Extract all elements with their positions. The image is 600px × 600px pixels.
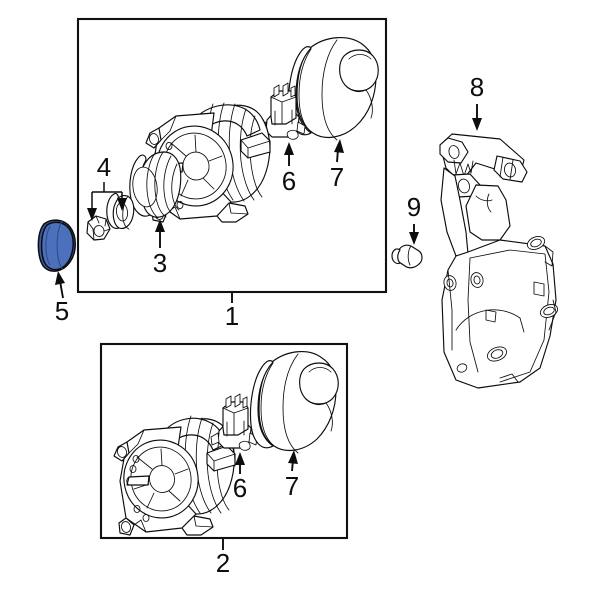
callout-8-label: 8: [470, 72, 484, 102]
callout-4-bracket: [87, 182, 127, 221]
group-box-2[interactable]: [99, 342, 349, 540]
callout-8-arrow: [472, 104, 482, 131]
callout-6b-arrow: [235, 452, 245, 474]
callout-5-arrow: [55, 271, 65, 299]
callout-6-arrow: [284, 142, 294, 166]
part-bushing-sleeve[interactable]: [391, 244, 423, 269]
part-rear-cover-upper[interactable]: [287, 37, 379, 141]
callout-7-label: 7: [330, 162, 344, 192]
part-voltage-regulator-lower[interactable]: [210, 393, 258, 451]
callout-3-arrow: [155, 219, 165, 248]
callout-3-label: 3: [153, 248, 167, 278]
callout-6-label: 6: [282, 166, 296, 196]
part-spacer-collar[interactable]: [106, 192, 135, 230]
callout-7b-arrow: [288, 450, 298, 472]
callout-7-arrow: [334, 139, 344, 163]
part-rear-cover-lower[interactable]: [249, 351, 339, 454]
part-alternator-lower[interactable]: [113, 415, 236, 536]
callout-9-arrow: [409, 224, 419, 245]
group-2-label: 2: [216, 548, 230, 578]
callout-4-label: 4: [97, 152, 111, 182]
callout-6b-label: 6: [233, 473, 247, 503]
callout-5-label: 5: [55, 296, 69, 326]
group-1-label: 1: [225, 301, 239, 331]
callout-9-label: 9: [407, 192, 421, 222]
part-nut[interactable]: [86, 215, 111, 241]
part-pulley[interactable]: [129, 151, 182, 219]
callout-7b-label: 7: [285, 471, 299, 501]
part-mounting-bracket[interactable]: [439, 133, 560, 389]
part-cap-seal-highlighted[interactable]: [37, 219, 76, 272]
